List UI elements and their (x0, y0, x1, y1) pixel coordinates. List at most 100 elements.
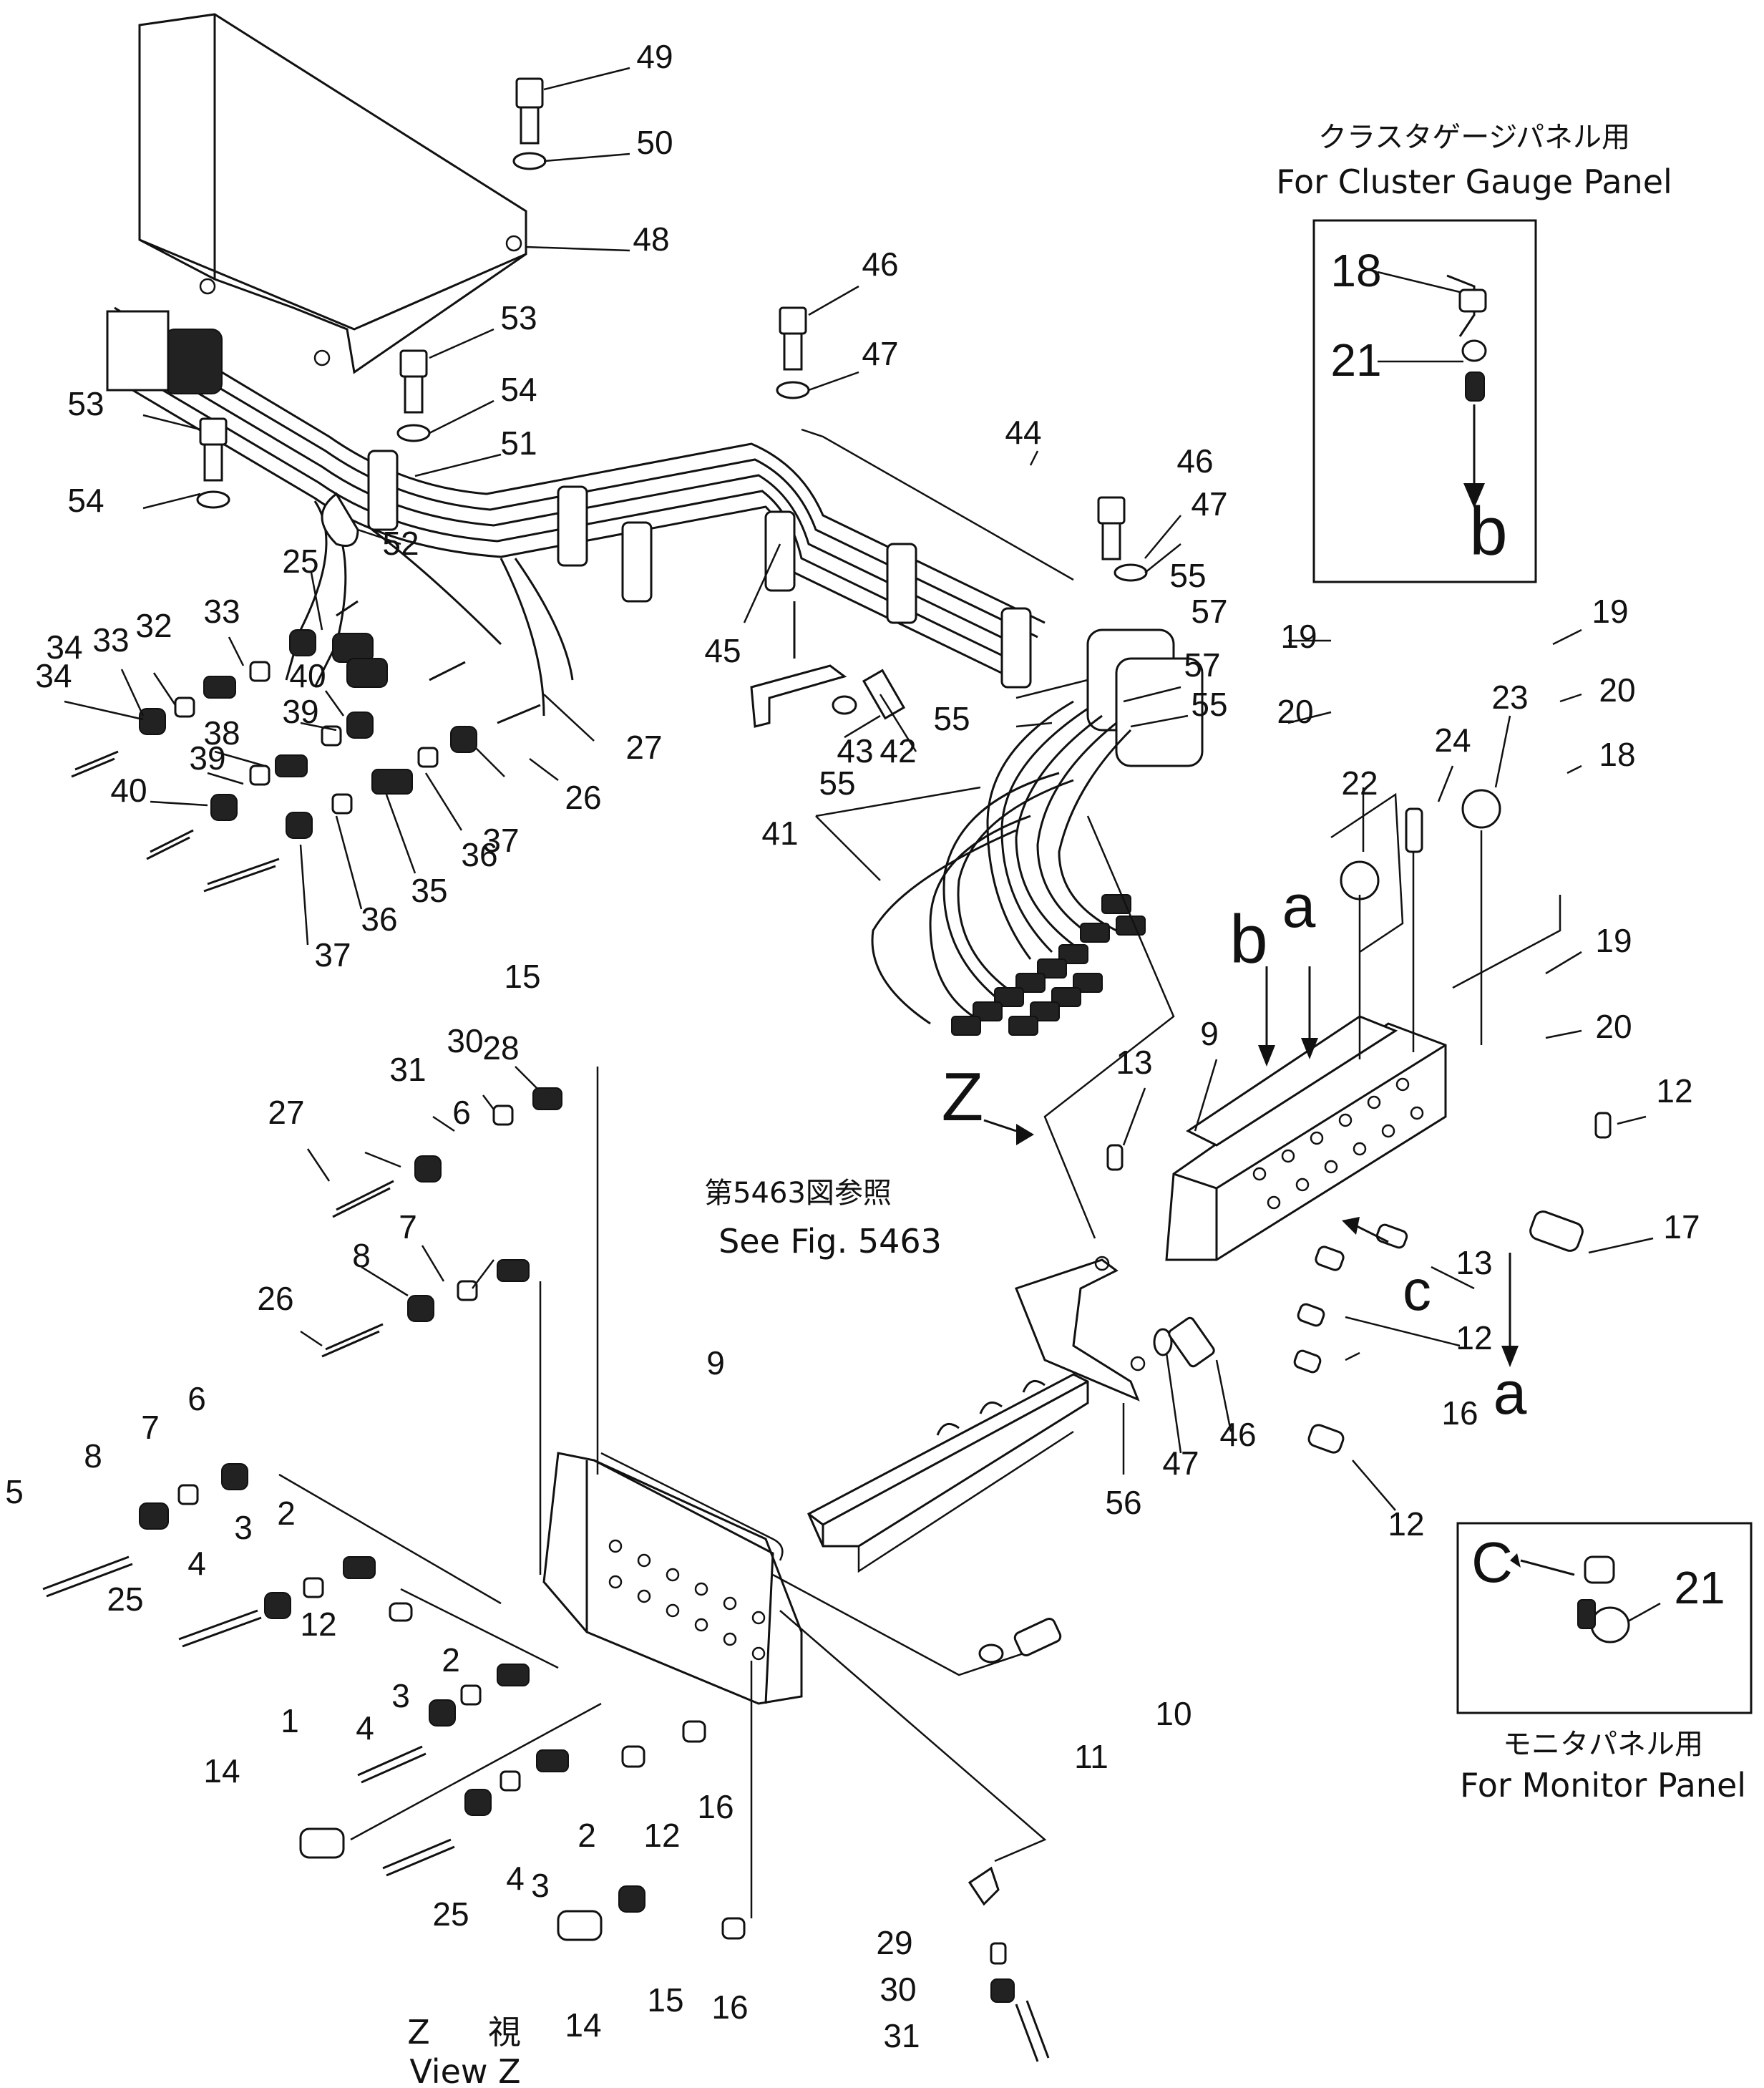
callout-41: 41 (761, 815, 798, 852)
callout-14: 14 (203, 1752, 240, 1790)
monitor-title-jp: モニタパネル用 (1503, 1728, 1703, 1761)
callout-3: 3 (531, 1867, 550, 1904)
inset-monitor-panel (1456, 1522, 1753, 1714)
sensors-right (1330, 789, 1584, 1252)
bolt-49 (512, 77, 547, 170)
callout-7: 7 (141, 1409, 160, 1446)
callout-12: 12 (1388, 1505, 1424, 1543)
callout-42: 42 (879, 732, 916, 769)
inset-cluster-gauge (1312, 219, 1537, 583)
callout-54: 54 (67, 482, 104, 519)
cover-bracket (138, 13, 527, 374)
callout-2: 2 (277, 1495, 296, 1532)
callout-5: 5 (5, 1473, 24, 1510)
callout-16: 16 (697, 1788, 734, 1825)
callout-36: 36 (361, 900, 397, 938)
bolt-46-lower (1153, 1316, 1215, 1368)
callout-3: 3 (391, 1677, 410, 1714)
inset-cluster-callout-18: 18 (1330, 245, 1381, 296)
callout-8: 8 (352, 1237, 371, 1274)
callout-31: 31 (883, 2017, 920, 2054)
callout-2: 2 (442, 1641, 460, 1679)
callout-8: 8 (84, 1437, 102, 1475)
view-arrows (983, 966, 1519, 1367)
callout-57: 57 (1191, 593, 1227, 630)
bracket-41 (750, 601, 906, 728)
callout-1: 1 (281, 1702, 299, 1739)
callout-23: 23 (1491, 679, 1528, 716)
callout-37: 37 (314, 936, 351, 973)
cluster-title-jp: クラスタゲージパネル用 (1318, 121, 1630, 154)
fitting-nuts (951, 894, 1146, 1036)
callout-15: 15 (647, 1981, 683, 2019)
callout-34: 34 (46, 628, 82, 666)
callout-55: 55 (1169, 557, 1206, 594)
cable-tray (807, 1373, 1089, 1573)
callout-32: 32 (135, 607, 172, 644)
reference-en: See Fig. 5463 (718, 1222, 942, 1261)
callout-6: 6 (187, 1380, 206, 1417)
hose-fittings-array (871, 700, 1146, 1036)
callout-33: 33 (92, 621, 129, 659)
callout-25: 25 (282, 543, 318, 580)
callout-50: 50 (636, 124, 673, 161)
callout-28: 28 (482, 1029, 519, 1067)
detail-mark-c: c (1403, 1258, 1431, 1322)
block-holes (1252, 1077, 1424, 1210)
monitor-title-en: For Monitor Panel (1460, 1766, 1746, 1805)
callout-19: 19 (1280, 618, 1317, 655)
callout-40: 40 (289, 657, 326, 694)
junction-block-right (1165, 1015, 1447, 1261)
callout-43: 43 (837, 732, 873, 769)
callout-2: 2 (578, 1817, 596, 1854)
cluster-arrow-label: b (1469, 493, 1507, 570)
fittings-center (321, 1087, 562, 1358)
view-z-jp-letter: Z (407, 2013, 430, 2051)
callout-46: 46 (1219, 1416, 1256, 1453)
callout-4: 4 (506, 1860, 525, 1897)
view-z-block (539, 1067, 803, 1705)
callout-12: 12 (300, 1606, 336, 1643)
callout-13: 13 (1456, 1244, 1492, 1281)
callout-51: 51 (500, 424, 537, 462)
callout-45: 45 (704, 632, 741, 669)
callout-16: 16 (1441, 1394, 1478, 1432)
callout-52: 52 (382, 525, 419, 562)
leader-lines-middle (815, 786, 1175, 1239)
callout-20: 20 (1277, 693, 1313, 730)
callout-4: 4 (187, 1545, 206, 1582)
callout-25: 25 (107, 1580, 143, 1618)
callout-46: 46 (862, 246, 898, 283)
callout-10: 10 (1155, 1695, 1192, 1732)
callout-20: 20 (1595, 1008, 1632, 1045)
callout-56: 56 (1105, 1484, 1141, 1521)
view-z-en: View Z (409, 2052, 520, 2088)
callout-24: 24 (1434, 722, 1471, 759)
inset-cluster-callout-21: 21 (1330, 334, 1381, 386)
callout-25: 25 (432, 1895, 469, 1933)
callout-6: 6 (452, 1094, 471, 1131)
callout-46: 46 (1176, 442, 1213, 480)
callout-20: 20 (1599, 671, 1635, 709)
callout-40: 40 (110, 772, 147, 809)
detail-mark-a2: a (1493, 1359, 1527, 1427)
bolts-upper (196, 306, 1148, 582)
detail-mark-a: a (1282, 873, 1316, 940)
detail-mark-b: b (1229, 901, 1267, 978)
callout-47: 47 (1191, 485, 1227, 523)
callout-54: 54 (500, 371, 537, 408)
callout-55: 55 (933, 700, 970, 737)
callout-55: 55 (1191, 686, 1227, 723)
callout-12: 12 (643, 1817, 680, 1854)
callout-26: 26 (257, 1280, 293, 1317)
callout-19: 19 (1595, 922, 1632, 959)
view-z-jp-kanji: 視 (488, 2013, 521, 2051)
view-z-arrow-label: Z (942, 1059, 984, 1135)
callout-37: 37 (482, 822, 519, 859)
callout-39: 39 (189, 739, 225, 777)
callout-27: 27 (268, 1094, 304, 1131)
callout-12: 12 (1656, 1072, 1692, 1109)
callout-53: 53 (500, 299, 537, 336)
callout-19: 19 (1592, 593, 1628, 630)
